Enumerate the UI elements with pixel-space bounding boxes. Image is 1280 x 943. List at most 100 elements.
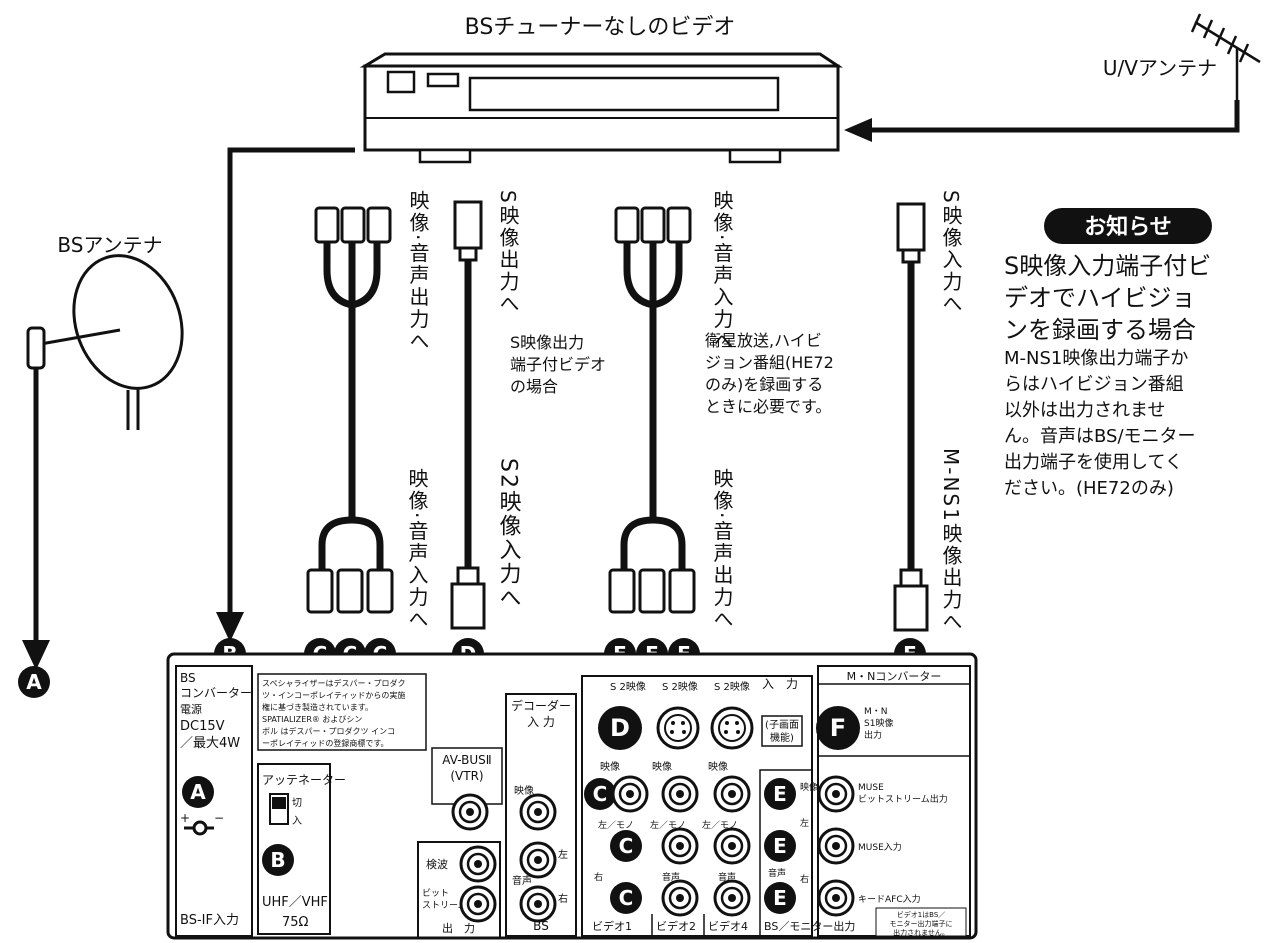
svg-text:入: 入 [292,816,302,827]
svg-text:SPATIALIZER® およびシン: SPATIALIZER® およびシン [262,715,362,724]
svg-text:M-NS1映像出力端子か: M-NS1映像出力端子か [1004,348,1188,369]
svg-text:75Ω: 75Ω [282,915,309,930]
svg-text:ーポレイティッドの登録商標です。: ーポレイティッドの登録商標です。 [262,738,389,748]
svg-text:入 力: 入 力 [762,677,798,691]
svg-text:E: E [773,886,787,910]
arrow-to-vcr-icon [844,118,872,142]
svg-text:ださい。(HE72のみ): ださい。(HE72のみ) [1004,478,1174,499]
svg-text:C: C [619,886,634,910]
svg-text:コンバーター: コンバーター [180,686,252,700]
label-s-in-top: S映像入力へ [939,190,963,315]
svg-text:以外は出力されませ: 以外は出力されませ [1004,400,1165,421]
svg-text:キードAFC入力: キードAFC入力 [858,893,921,905]
svg-text:ビデオ2: ビデオ2 [656,919,696,933]
svg-text:S 2映像: S 2映像 [662,681,698,693]
svg-text:ビデオ1: ビデオ1 [592,919,632,933]
svg-text:ボル はデスパー・プロダクツ インコ: ボル はデスパー・プロダクツ インコ [262,726,395,736]
svg-text:機能): 機能) [770,731,794,744]
svg-text:右: 右 [800,873,809,885]
svg-text:音声: 音声 [512,874,532,887]
svg-text:AV-BUSⅡ: AV-BUSⅡ [442,753,491,767]
svg-text:出力されません。: 出力されません。 [893,928,949,937]
svg-text:M・N: M・N [864,707,888,717]
notice-badge-text: お知らせ [1084,214,1172,240]
svg-text:A: A [26,670,42,694]
svg-text:／最大4W: ／最大4W [180,736,240,751]
svg-text:右: 右 [594,871,603,883]
svg-text:左: 左 [800,817,809,829]
svg-text:−: − [214,811,224,825]
label-av-out-bottom: 映像·音声出力へ [710,468,734,631]
marker-a-top: A [18,666,50,698]
label-s2-in-bottom: S2映像入力へ [496,458,522,610]
s-video-note: S映像出力 端子付ビデオ の場合 [510,333,606,396]
bs-antenna-icon [28,240,200,430]
svg-text:映像: 映像 [800,781,818,793]
svg-text:映像: 映像 [600,761,620,773]
svg-text:らはハイビジョン番組: らはハイビジョン番組 [1004,374,1184,395]
svg-text:ビデオ4: ビデオ4 [708,919,748,933]
svg-text:ん。音声はBS/モニター: ん。音声はBS/モニター [1004,426,1196,447]
uv-antenna-cable [850,100,1237,130]
svg-text:BS: BS [180,671,196,685]
svg-text:の場合: の場合 [510,377,558,396]
s-video-cable-right [895,204,927,630]
s-video-cable-left [452,202,484,628]
svg-text:入 力: 入 力 [527,715,555,729]
svg-text:出力: 出力 [864,729,882,741]
svg-text:スペシャライザーはデスパー・プロダク: スペシャライザーはデスパー・プロダク [262,678,405,688]
svg-text:ビット: ビット [422,888,449,899]
svg-text:(VTR): (VTR) [450,769,483,783]
svg-text:出力端子を使用してく: 出力端子を使用してく [1004,452,1183,473]
svg-text:のみ)を録画する: のみ)を録画する [705,375,823,394]
svg-text:MUSE: MUSE [858,783,884,793]
svg-text:映像: 映像 [652,761,672,773]
svg-text:C: C [619,834,634,858]
svg-text:電源: 電源 [180,702,202,716]
svg-text:映像: 映像 [708,761,728,773]
svg-text:権に基づき製造されています。: 権に基づき製造されています。 [262,702,373,712]
svg-text:+: + [180,811,190,825]
svg-text:ジョン番組(HE72: ジョン番組(HE72 [705,353,834,372]
svg-text:出 力: 出 力 [442,921,475,935]
svg-text:左／モノ: 左／モノ [598,819,634,831]
vcr-label: BSチューナーなしのビデオ [465,15,736,40]
svg-text:A: A [190,780,206,804]
svg-text:端子付ビデオ: 端子付ビデオ [510,355,606,374]
satellite-note: 衛星放送,ハイビ ジョン番組(HE72 のみ)を録画する ときに必要です。 [705,331,834,416]
rca-cable-left [308,208,392,612]
arrow-down-icon [22,640,50,670]
label-av-in-bottom: 映像·音声入力へ [405,468,429,631]
svg-text:衛星放送,ハイビ: 衛星放送,ハイビ [705,331,822,350]
svg-text:B: B [270,848,285,872]
svg-text:ンを録画する場合: ンを録画する場合 [1004,316,1196,344]
svg-text:D: D [610,714,630,742]
uv-antenna-label: U/Vアンテナ [1103,56,1217,80]
svg-text:切: 切 [292,797,302,809]
svg-text:(子画面: (子画面 [765,719,799,731]
svg-text:F: F [830,714,846,742]
svg-text:検波: 検波 [426,857,448,871]
svg-text:S映像出力: S映像出力 [510,333,584,352]
svg-text:C: C [593,782,608,806]
svg-text:E: E [773,834,787,858]
svg-text:S 2映像: S 2映像 [610,681,646,693]
label-av-in-top: 映像·音声入力へ [710,190,734,353]
svg-text:アッテネーター: アッテネーター [262,773,346,787]
svg-text:DC15V: DC15V [180,719,225,734]
svg-text:M・Nコンバーター: M・Nコンバーター [847,670,942,683]
arrow-down-icon [216,612,244,642]
svg-text:ビデオ1はBS／: ビデオ1はBS／ [897,910,946,919]
svg-text:BS: BS [533,919,549,933]
svg-text:デオでハイビジョ: デオでハイビジョ [1004,284,1196,312]
svg-text:左: 左 [558,848,568,861]
svg-text:デコーダー: デコーダー [511,698,571,713]
bs-if-label: BS-IF入力 [180,913,239,928]
notice-text: S映像入力端子付ビ デオでハイビジョ ンを録画する場合 M-NS1映像出力端子か… [1004,252,1211,499]
svg-text:モニター出力端子に: モニター出力端子に [890,919,953,928]
svg-text:ときに必要です。: ときに必要です。 [705,397,831,416]
svg-text:MUSE入力: MUSE入力 [858,841,902,853]
svg-text:BS／モニター出力: BS／モニター出力 [764,919,855,933]
svg-text:S映像入力端子付ビ: S映像入力端子付ビ [1004,252,1211,280]
rca-cable-middle [610,208,694,612]
